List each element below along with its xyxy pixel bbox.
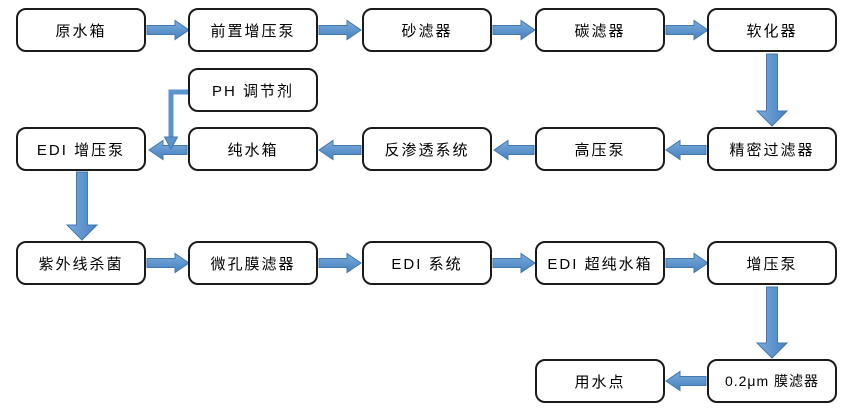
node-boost-pump: 增压泵 <box>707 241 837 285</box>
node-uv-sterilizer: 紫外线杀菌 <box>16 241 146 285</box>
arrow-raw-water-tank-to-pre-boost-pump <box>146 19 190 41</box>
node-ph-adjuster: PH 调节剂 <box>188 68 318 112</box>
node-raw-water-tank: 原水箱 <box>16 8 146 52</box>
node-edi-ultrapure-tank: EDI 超纯水箱 <box>535 241 665 285</box>
arrow-precision-filter-to-high-pressure-pump <box>665 139 707 161</box>
node-carbon-filter: 碳滤器 <box>535 8 665 52</box>
node-pure-water-tank: 纯水箱 <box>188 127 318 171</box>
arrow-uv-sterilizer-to-micro-membrane-filter <box>146 252 190 274</box>
node-pre-boost-pump: 前置增压泵 <box>188 8 318 52</box>
arrow-pure-water-tank-to-edi-boost-pump <box>148 139 188 161</box>
node-precision-filter: 精密过滤器 <box>707 127 837 171</box>
node-point-of-use: 用水点 <box>535 359 665 403</box>
arrow-edi-ultrapure-tank-to-boost-pump <box>665 252 709 274</box>
arrow-sand-filter-to-carbon-filter <box>492 19 536 41</box>
arrow-ro-system-to-pure-water-tank <box>318 139 362 161</box>
node-ro-system: 反渗透系统 <box>362 127 492 171</box>
arrow-boost-pump-to-membrane-filter <box>755 286 789 359</box>
arrow-softener-to-precision-filter <box>755 53 789 127</box>
node-sand-filter: 砂滤器 <box>362 8 492 52</box>
arrow-micro-membrane-filter-to-edi-system <box>318 252 362 274</box>
node-softener: 软化器 <box>707 8 837 52</box>
arrow-pre-boost-pump-to-sand-filter <box>318 19 362 41</box>
node-high-pressure-pump: 高压泵 <box>535 127 665 171</box>
arrow-carbon-filter-to-softener <box>665 19 709 41</box>
arrow-edi-boost-pump-to-uv-sterilizer <box>65 171 99 241</box>
node-edi-boost-pump: EDI 增压泵 <box>16 127 146 171</box>
node-membrane-filter-02um: 0.2μm 膜滤器 <box>707 359 837 403</box>
connector-ph-adjuster-elbow <box>168 89 188 137</box>
arrow-edi-system-to-edi-ultrapure-tank <box>492 252 536 274</box>
arrow-high-pressure-pump-to-ro-system <box>493 139 535 161</box>
node-edi-system: EDI 系统 <box>362 241 492 285</box>
arrowhead-ph-adjuster <box>163 136 179 151</box>
arrow-membrane-filter-to-point-of-use <box>665 370 707 392</box>
node-micro-membrane-filter: 微孔膜滤器 <box>188 241 318 285</box>
